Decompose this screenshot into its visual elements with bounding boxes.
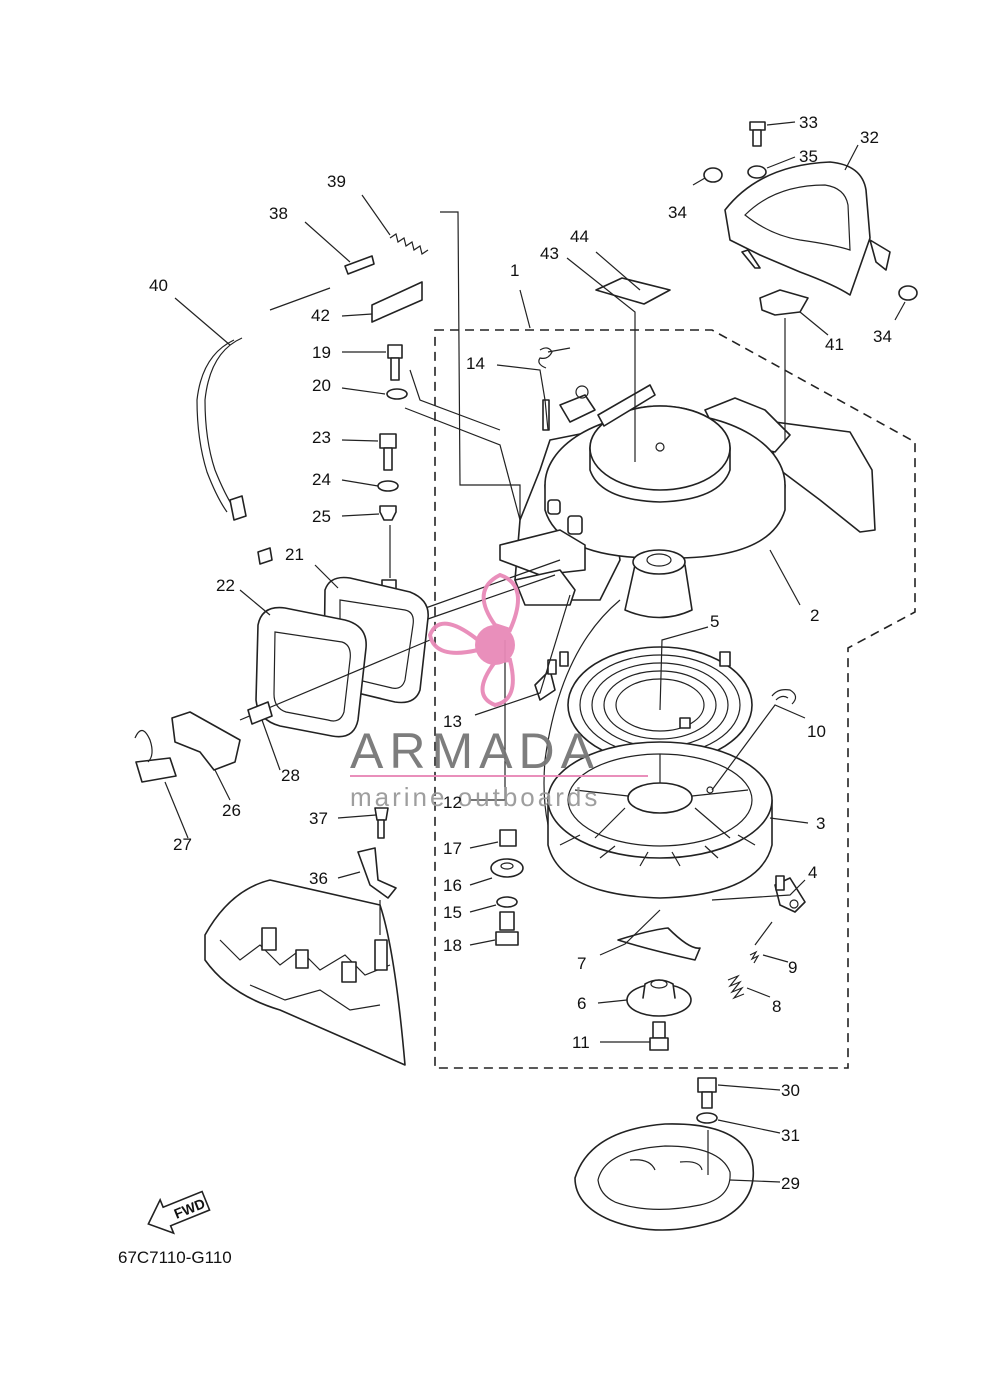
- circlip: [771, 689, 797, 705]
- armada-watermark: ARMADA marine outboards: [350, 572, 648, 812]
- watermark-brand: ARMADA: [350, 723, 600, 779]
- callout-20: 20: [312, 376, 331, 395]
- start-cable: [196, 233, 429, 565]
- callout-9: 9: [788, 958, 797, 977]
- callout-32: 32: [860, 128, 879, 147]
- callout-6: 6: [577, 994, 586, 1013]
- callout-16: 16: [443, 876, 462, 895]
- pawl: [774, 875, 806, 913]
- engine-fragment: [204, 879, 406, 1066]
- callout-41: 41: [825, 335, 844, 354]
- pawl-spring: [727, 921, 773, 1000]
- cable-clip: [759, 289, 809, 316]
- callout-5: 5: [710, 612, 719, 631]
- callout-24: 24: [312, 470, 331, 489]
- callout-31: 31: [781, 1126, 800, 1145]
- callout-27: 27: [173, 835, 192, 854]
- fwd-arrow-icon: FWD: [147, 1190, 211, 1235]
- callout-30: 30: [781, 1081, 800, 1100]
- callout-36: 36: [309, 869, 328, 888]
- callout-43: 43: [540, 244, 559, 263]
- damper-stack: [490, 829, 524, 946]
- callout-10: 10: [807, 722, 826, 741]
- callout-3: 3: [816, 814, 825, 833]
- callout-1: 1: [510, 261, 519, 280]
- callout-28: 28: [281, 766, 300, 785]
- callout-34-left: 34: [668, 203, 687, 222]
- callout-19: 19: [312, 343, 331, 362]
- callout-26: 26: [222, 801, 241, 820]
- starter-handle: [134, 639, 431, 783]
- sheave-drum: [547, 741, 773, 899]
- ring-bolt: [696, 1077, 718, 1124]
- callout-34-right: 34: [873, 327, 892, 346]
- callout-11: 11: [572, 1033, 590, 1052]
- callout-14: 14: [466, 354, 485, 373]
- callout-15: 15: [443, 903, 462, 922]
- callout-17: 17: [443, 839, 462, 858]
- watermark-tagline: marine outboards: [350, 782, 600, 812]
- bracket-36-37: [357, 807, 397, 899]
- callout-39: 39: [327, 172, 346, 191]
- callout-8: 8: [772, 997, 781, 1016]
- callout-12: 12: [443, 793, 462, 812]
- starter-ring: [574, 1123, 754, 1231]
- decals: [371, 277, 671, 323]
- callout-23: 23: [312, 428, 331, 447]
- callout-13: 13: [443, 712, 462, 731]
- top-cover: [703, 121, 918, 301]
- callout-38: 38: [269, 204, 288, 223]
- callout-21: 21: [285, 545, 304, 564]
- callout-18: 18: [443, 936, 462, 955]
- propeller-logo-icon: [427, 572, 520, 708]
- callout-40: 40: [149, 276, 168, 295]
- diagram-code: 67C7110-G110: [118, 1248, 232, 1267]
- drive-plate: [626, 979, 692, 1017]
- starter-housing: [499, 384, 876, 619]
- callout-25: 25: [312, 507, 331, 526]
- callout-37: 37: [309, 809, 328, 828]
- leader-lines: [164, 121, 906, 1183]
- callout-2: 2: [810, 606, 819, 625]
- bolt-11: [649, 1021, 669, 1051]
- rope-guide: [255, 576, 429, 738]
- friction-plate: [617, 927, 701, 961]
- callout-22: 22: [216, 576, 235, 595]
- callout-44: 44: [570, 227, 589, 246]
- callout-4: 4: [808, 863, 817, 882]
- callout-29: 29: [781, 1174, 800, 1193]
- callout-42: 42: [311, 306, 330, 325]
- bolts-left: [377, 344, 408, 591]
- callout-7: 7: [577, 954, 586, 973]
- callout-33: 33: [799, 113, 818, 132]
- callout-35: 35: [799, 147, 818, 166]
- assembly-boundary: [434, 329, 916, 1069]
- callout-labels: 1 2 3 4 5 6 7 8 9 10 11 12 13 14 15 16 1…: [149, 113, 892, 1193]
